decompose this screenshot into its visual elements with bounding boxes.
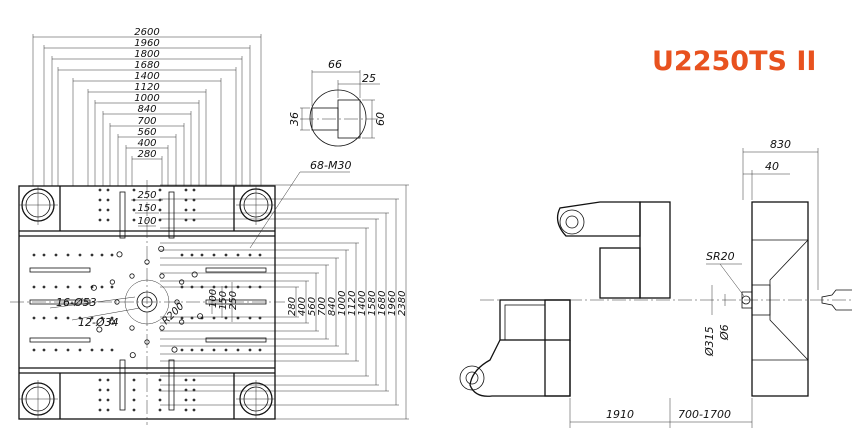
- side-label-sr20: SR20: [706, 250, 735, 263]
- moving-platen-upper: [639, 201, 671, 299]
- side-label-phi315: Ø315: [703, 326, 716, 357]
- h-dim-label: 280: [137, 149, 156, 160]
- tie-bar-hole-bottom-right: [236, 380, 275, 419]
- v-dim-label: 400: [297, 297, 308, 316]
- center-locating-ring: [10, 180, 285, 425]
- fixed-platen: [751, 201, 809, 397]
- center-dim-250: 250: [228, 291, 239, 310]
- v-dim-label: 1680: [377, 291, 388, 316]
- h-dim-label: 1800: [134, 49, 159, 60]
- upper-toggle-arm: [556, 201, 641, 237]
- side-dim-1910: 1910: [606, 408, 634, 421]
- h-dim-label: 1680: [134, 60, 159, 71]
- center-dim-150: 150: [218, 291, 229, 310]
- moving-platen-lower: [499, 299, 571, 341]
- side-dim-40: 40: [765, 160, 779, 173]
- side-dim-830: 830: [770, 138, 791, 151]
- h-dim-label: 2600: [134, 27, 159, 38]
- slot-dim-36: 36: [288, 112, 301, 126]
- tie-bar-hole-top-right: [236, 186, 275, 225]
- center-vertical-dims: 100 150 250: [208, 282, 239, 322]
- h-dim-label: 700: [137, 116, 156, 127]
- h-dim-label: 560: [137, 127, 156, 138]
- tie-bar-hole-bottom-left: [19, 380, 58, 419]
- slot-detail: 66 25 36 60: [288, 58, 387, 147]
- slot-dim-60: 60: [374, 112, 387, 126]
- h-dim-label: 400: [137, 138, 156, 149]
- side-label-phi6: Ø6: [718, 324, 731, 341]
- hole-label-a: 16-Ø53: [56, 296, 97, 309]
- horizontal-dimension-stack: 2600196018001680140011201000840700560400…: [32, 27, 262, 227]
- v-dim-label: 280: [287, 297, 298, 316]
- lower-toggle-arm: [469, 339, 571, 397]
- slot-dim-25: 25: [362, 72, 376, 85]
- v-dim-label: 700: [317, 297, 328, 316]
- v-dim-label: 1400: [357, 291, 368, 316]
- v-dim-label: 2380: [397, 291, 408, 316]
- h-dim-label: 1000: [134, 93, 159, 104]
- v-dim-label: 1580: [367, 291, 378, 316]
- h-dim-label: 1400: [134, 71, 159, 82]
- thread-label: 68-M30: [310, 159, 351, 172]
- h-dim-label: 840: [137, 104, 156, 115]
- slot-dim-66: 66: [328, 58, 342, 71]
- model-title: U2250TS II: [652, 46, 816, 77]
- side-dim-700-1700: 700-1700: [678, 408, 731, 421]
- hole-label-b: 12-Ø34: [78, 316, 119, 329]
- center-dim-100: 100: [208, 289, 219, 308]
- tie-bar-hole-top-left: [19, 186, 58, 225]
- h-dim-label: 1120: [134, 82, 159, 93]
- v-dim-label: 1120: [347, 291, 358, 316]
- platen-front-view: 2600196018001680140011201000840700560400…: [10, 27, 409, 425]
- inner-dim-label: 100: [137, 216, 156, 227]
- h-dim-label: 1960: [134, 38, 159, 49]
- inner-dim-label: 250: [137, 190, 156, 201]
- side-view: 830 40 SR20 Ø315 Ø6 1910 700-1700: [459, 138, 852, 428]
- v-dim-label: 1960: [387, 291, 398, 316]
- threaded-hole-pattern: [32, 188, 262, 412]
- v-dim-label: 1000: [337, 291, 348, 316]
- v-dim-label: 840: [327, 297, 338, 316]
- v-dim-label: 560: [307, 297, 318, 316]
